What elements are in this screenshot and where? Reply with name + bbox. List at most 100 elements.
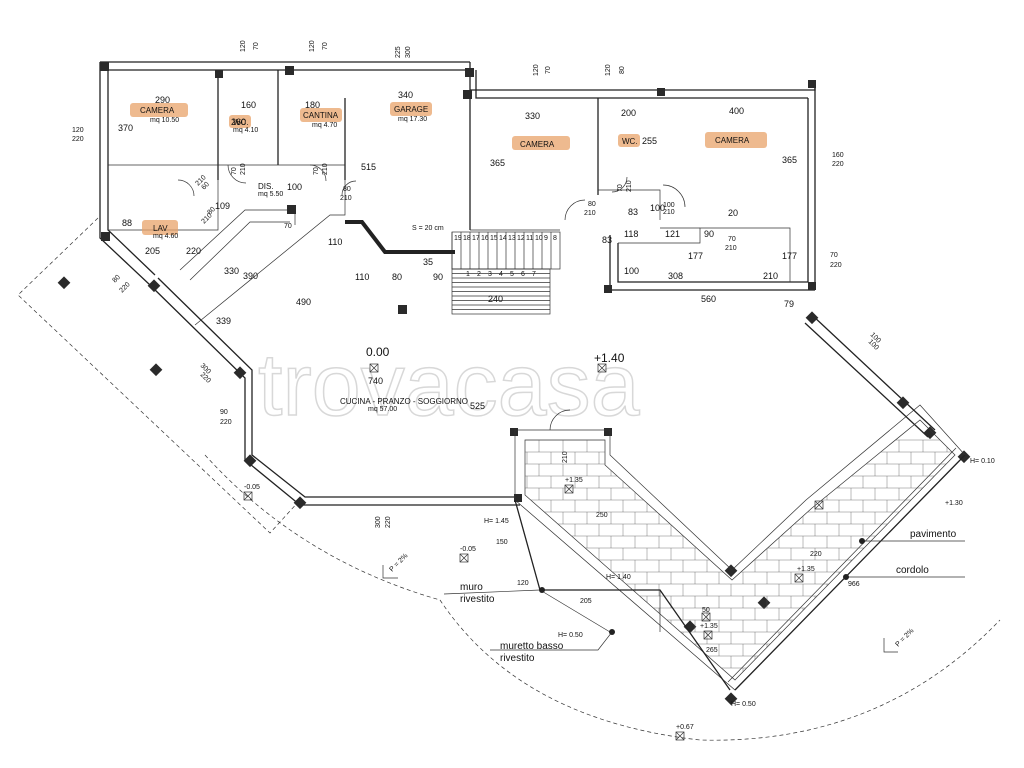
dim-120: 120 bbox=[517, 580, 529, 587]
dim-177-b: 177 bbox=[782, 251, 797, 261]
window-dim-300-c: 300 bbox=[375, 516, 382, 528]
window-dim-220-f: 220 bbox=[385, 516, 392, 528]
window-dim-80-d: 80 bbox=[619, 66, 626, 74]
dim-255: 255 bbox=[642, 136, 657, 146]
stair-lower-step-number: 7 bbox=[532, 271, 536, 278]
stair-slope-label: S = 20 cm bbox=[412, 225, 444, 232]
stair-lower-step-number: 6 bbox=[521, 271, 525, 278]
window-dim-120-c: 120 bbox=[533, 64, 540, 76]
door-dim-210-g: 210 bbox=[725, 245, 737, 252]
stair-step-number: 15 bbox=[490, 235, 498, 242]
dim-240: 240 bbox=[488, 294, 503, 304]
stair-lower-step-number: 1 bbox=[466, 271, 470, 278]
dim-177-a: 177 bbox=[688, 251, 703, 261]
dim-100-c: 100 bbox=[624, 266, 639, 276]
window-dim-225: 225 bbox=[395, 46, 402, 58]
opening-dimensions: 120 70 120 70 225 300 120 70 120 80 120 … bbox=[72, 40, 882, 528]
stair-lower-step-number: 4 bbox=[499, 271, 503, 278]
dim-205: 205 bbox=[145, 246, 160, 256]
level-plus-1-40: +1.40 bbox=[594, 351, 625, 365]
level-terrace-3: +1.35 bbox=[700, 623, 718, 630]
window-dim-left-220: 220 bbox=[72, 136, 84, 143]
window-dim-220-e2: 220 bbox=[118, 281, 131, 294]
level-cross-marker bbox=[369, 363, 379, 373]
door-dim-210-d: 210 bbox=[584, 210, 596, 217]
dim-210: 210 bbox=[763, 271, 778, 281]
dim-515: 515 bbox=[361, 162, 376, 172]
level-cross-marker bbox=[459, 553, 469, 563]
level-neg-2: -0.05 bbox=[460, 546, 476, 553]
window-dim-120-a: 120 bbox=[240, 40, 247, 52]
level-cross-marker bbox=[701, 612, 711, 622]
dim-339: 339 bbox=[216, 316, 231, 326]
window-dim-right-160: 160 bbox=[832, 152, 844, 159]
window-dim-80: 80 bbox=[111, 274, 122, 285]
window-dim-120-b: 120 bbox=[309, 40, 316, 52]
door-dim-210-j: 210 bbox=[562, 451, 569, 463]
level-cross-marker bbox=[794, 573, 804, 583]
level-cross-marker bbox=[243, 491, 253, 501]
door-dim-100: 100 bbox=[663, 202, 675, 209]
room-area-wc-1: mq 4.10 bbox=[233, 127, 258, 134]
dim-390: 390 bbox=[243, 271, 258, 281]
room-name-living: CUCINA - PRANZO - SOGGIORNO bbox=[340, 397, 468, 406]
window-dim-right-220: 220 bbox=[832, 161, 844, 168]
level-cross-marker bbox=[564, 484, 574, 494]
dim-265: 265 bbox=[706, 647, 718, 654]
window-dim-300: 300 bbox=[405, 46, 412, 58]
terrain-boundary bbox=[17, 217, 1001, 741]
room-area-living: mq 57.00 bbox=[368, 406, 397, 413]
stair-step-number: 13 bbox=[508, 235, 516, 242]
dimensions: 290 160 180 340 330 200 400 370 260 260 … bbox=[118, 90, 860, 654]
dim-220-b: 220 bbox=[810, 551, 822, 558]
door-dim-210-f: 210 bbox=[626, 180, 633, 192]
dim-220-a: 220 bbox=[186, 246, 201, 256]
stair-step-number: 8 bbox=[553, 235, 557, 242]
terrace bbox=[514, 404, 966, 691]
slope-left: P = 2% bbox=[388, 552, 409, 573]
dim-110-b: 110 bbox=[355, 272, 369, 282]
window-dim-120-d: 120 bbox=[605, 64, 612, 76]
stair-step-number: 11 bbox=[526, 235, 533, 242]
dim-35: 35 bbox=[423, 257, 433, 267]
height-0-50-b: H= 0.50 bbox=[731, 701, 756, 708]
dim-966: 966 bbox=[848, 581, 860, 588]
stair-step-number: 9 bbox=[544, 235, 548, 242]
door-dim-70-c: 70 bbox=[617, 184, 624, 192]
window-dim-70-a: 70 bbox=[253, 42, 260, 50]
room-name-camera-1: CAMERA bbox=[140, 106, 175, 115]
window-dim-220-e: 220 bbox=[830, 262, 842, 269]
interior-walls bbox=[108, 70, 791, 326]
dim-525: 525 bbox=[470, 401, 485, 411]
dim-260: 260 bbox=[231, 117, 246, 127]
room-highlights bbox=[130, 102, 767, 235]
stair-step-number: 10 bbox=[535, 235, 543, 242]
room-area-garage: mq 17.30 bbox=[398, 116, 427, 123]
door-dim-70-d: 70 bbox=[728, 236, 736, 243]
dim-121: 121 bbox=[665, 229, 680, 239]
dim-79: 79 bbox=[784, 299, 794, 309]
door-dim-70-e: 70 bbox=[284, 223, 292, 230]
room-name-garage: GARAGE bbox=[394, 105, 428, 114]
dim-330-b: 330 bbox=[224, 266, 239, 276]
legend-rivestito-2: rivestito bbox=[500, 653, 535, 664]
dim-83-b: 83 bbox=[602, 235, 612, 245]
dim-560: 560 bbox=[701, 294, 716, 304]
dim-160: 160 bbox=[241, 100, 256, 110]
dim-205-b: 205 bbox=[580, 598, 592, 605]
dim-308: 308 bbox=[668, 271, 683, 281]
door-dim-80-b: 80 bbox=[588, 201, 596, 208]
dim-290: 290 bbox=[155, 95, 170, 105]
window-dim-70-e: 70 bbox=[830, 252, 838, 259]
dim-150: 150 bbox=[496, 539, 508, 546]
dim-180: 180 bbox=[305, 100, 320, 110]
watermark: trovacasa bbox=[258, 335, 640, 434]
room-labels: CAMERA mq 10.50 WC. mq 4.10 CANTINA mq 4… bbox=[140, 105, 750, 413]
door-dim-210-a: 210 bbox=[240, 163, 247, 175]
room-name-camera-2: CAMERA bbox=[520, 140, 555, 149]
room-name-dis: DIS. bbox=[258, 182, 274, 191]
dim-50: 50 bbox=[702, 607, 710, 614]
door-dim-210-b: 210 bbox=[322, 163, 329, 175]
dim-110-a: 110 bbox=[328, 237, 342, 247]
